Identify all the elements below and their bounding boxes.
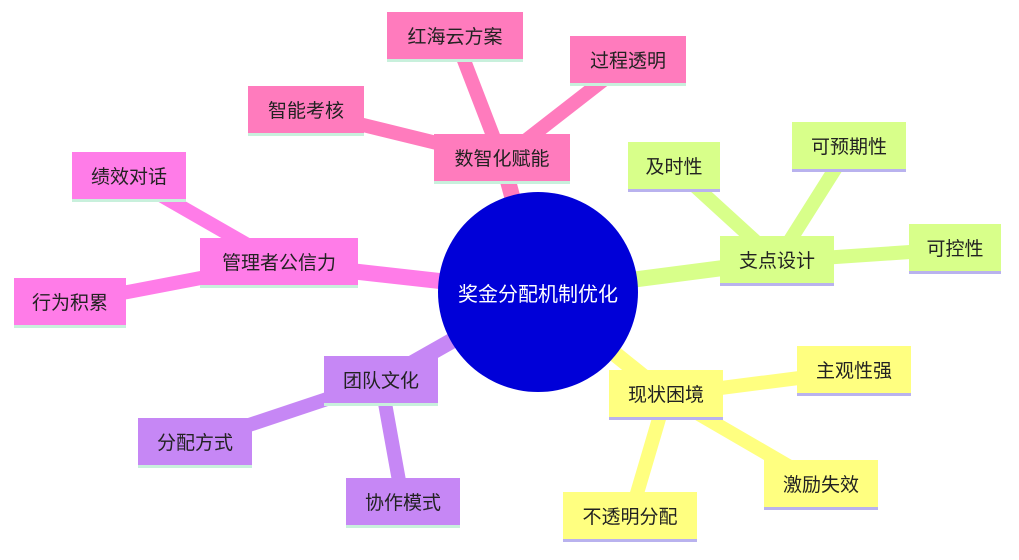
leaf-alloc-method[interactable]: 分配方式 [138, 418, 252, 468]
leaf-predictable[interactable]: 可预期性 [792, 122, 906, 172]
branch-label: 团队文化 [342, 370, 419, 392]
branch-label: 数智化赋能 [454, 148, 550, 170]
branch-pivot[interactable]: 支点设计 [720, 236, 834, 286]
leaf-collab[interactable]: 协作模式 [346, 478, 460, 528]
leaf-label: 可控性 [926, 238, 984, 260]
center-node[interactable]: 奖金分配机制优化 [438, 192, 638, 392]
leaf-label: 过程透明 [589, 50, 666, 72]
leaf-timely[interactable]: 及时性 [628, 142, 720, 192]
leaf-label: 行为积累 [31, 292, 108, 314]
leaf-subjective[interactable]: 主观性强 [797, 346, 911, 396]
leaf-behavior[interactable]: 行为积累 [14, 278, 126, 328]
leaf-label: 分配方式 [156, 432, 233, 454]
leaf-label: 主观性强 [815, 360, 892, 382]
leaf-label: 及时性 [645, 156, 703, 178]
leaf-label: 智能考核 [267, 100, 344, 122]
leaf-opaque[interactable]: 不透明分配 [563, 492, 697, 542]
leaf-label: 红海云方案 [407, 26, 503, 48]
center-label: 奖金分配机制优化 [458, 281, 618, 306]
leaf-controllable[interactable]: 可控性 [909, 224, 1001, 274]
leaf-transparent-process[interactable]: 过程透明 [570, 36, 686, 86]
leaf-label: 不透明分配 [582, 506, 678, 528]
branch-label: 现状困境 [627, 384, 704, 406]
branch-label: 支点设计 [738, 250, 815, 272]
branch-manager[interactable]: 管理者公信力 [200, 238, 358, 288]
leaf-redsea[interactable]: 红海云方案 [387, 12, 523, 62]
leaf-label: 绩效对话 [90, 166, 167, 188]
leaf-label: 可预期性 [810, 136, 887, 158]
branch-label: 管理者公信力 [221, 252, 336, 274]
branch-digital[interactable]: 数智化赋能 [434, 134, 570, 184]
branch-status[interactable]: 现状困境 [609, 370, 723, 420]
leaf-smart-assess[interactable]: 智能考核 [248, 86, 364, 136]
leaf-label: 协作模式 [364, 492, 441, 514]
branch-team[interactable]: 团队文化 [324, 356, 438, 406]
leaf-perf-talk[interactable]: 绩效对话 [72, 152, 186, 202]
leaf-label: 激励失效 [782, 474, 859, 496]
leaf-incentive[interactable]: 激励失效 [764, 460, 878, 510]
